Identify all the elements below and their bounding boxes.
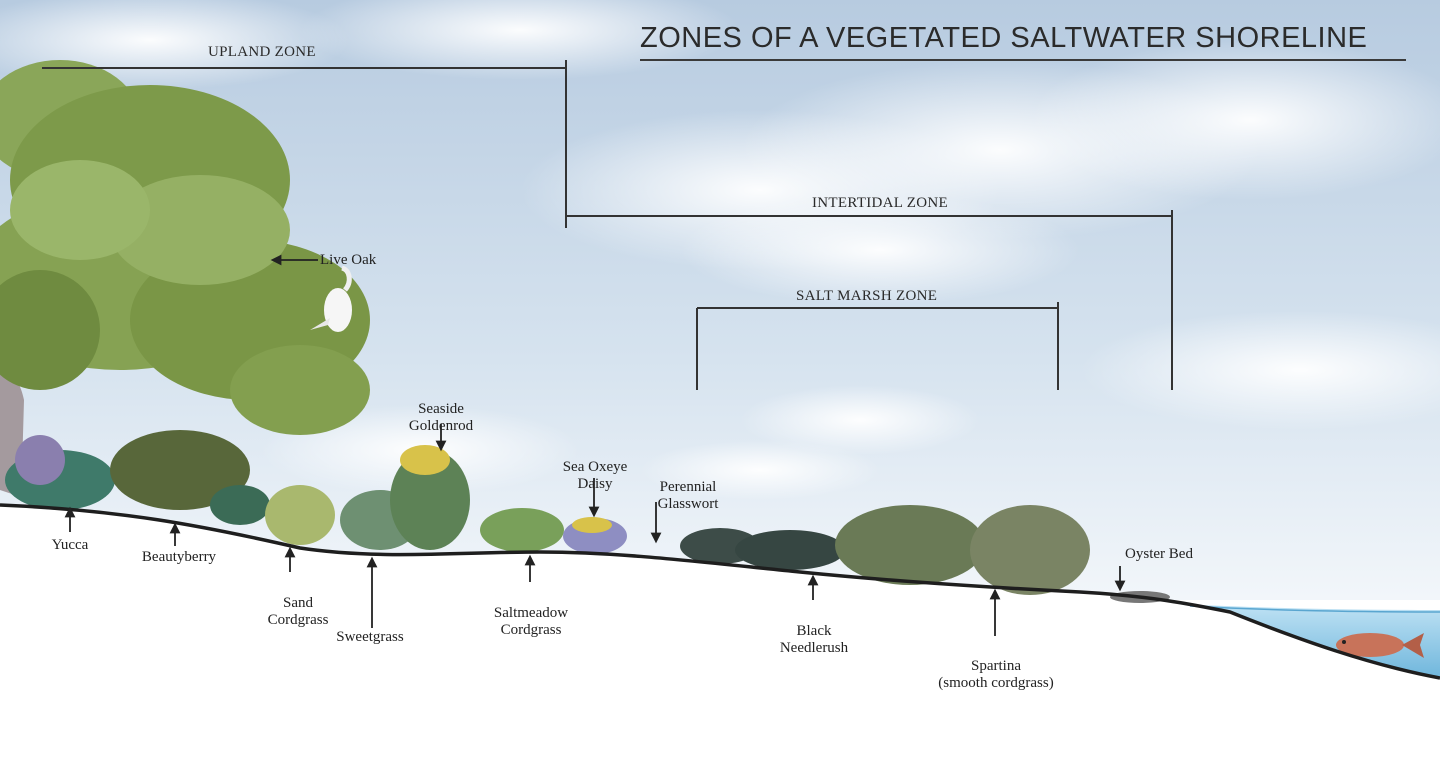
oyster-bed-label: Oyster Bed [1125, 546, 1193, 562]
upland-zone-bracket [42, 60, 567, 228]
upland-zone-label: UPLAND ZONE [208, 44, 316, 60]
diagram-title: ZONES OF A VEGETATED SALTWATER SHORELINE [640, 22, 1406, 61]
live-oak-label: Live Oak [320, 252, 377, 268]
ground [0, 505, 1440, 766]
clouds [0, 0, 1440, 500]
yucca-label: Yucca [51, 537, 89, 553]
spartina-label: Spartina(smooth cordgrass) [938, 658, 1054, 691]
shore-vegetation [5, 430, 1170, 603]
intertidal-zone-label: INTERTIDAL ZONE [812, 195, 948, 211]
live-oak-tree [0, 60, 370, 500]
sweetgrass-label: Sweetgrass [336, 629, 404, 645]
fish-illustration [1336, 633, 1424, 658]
label-arrows [64, 254, 1126, 636]
salt-marsh-zone-bracket [696, 302, 1059, 390]
intertidal-zone-bracket [566, 210, 1173, 390]
ground-line [0, 503, 1440, 680]
salt-marsh-zone-label: SALT MARSH ZONE [796, 288, 938, 304]
egret-illustration [310, 265, 352, 332]
beautyberry-label: Beautyberry [141, 549, 217, 565]
